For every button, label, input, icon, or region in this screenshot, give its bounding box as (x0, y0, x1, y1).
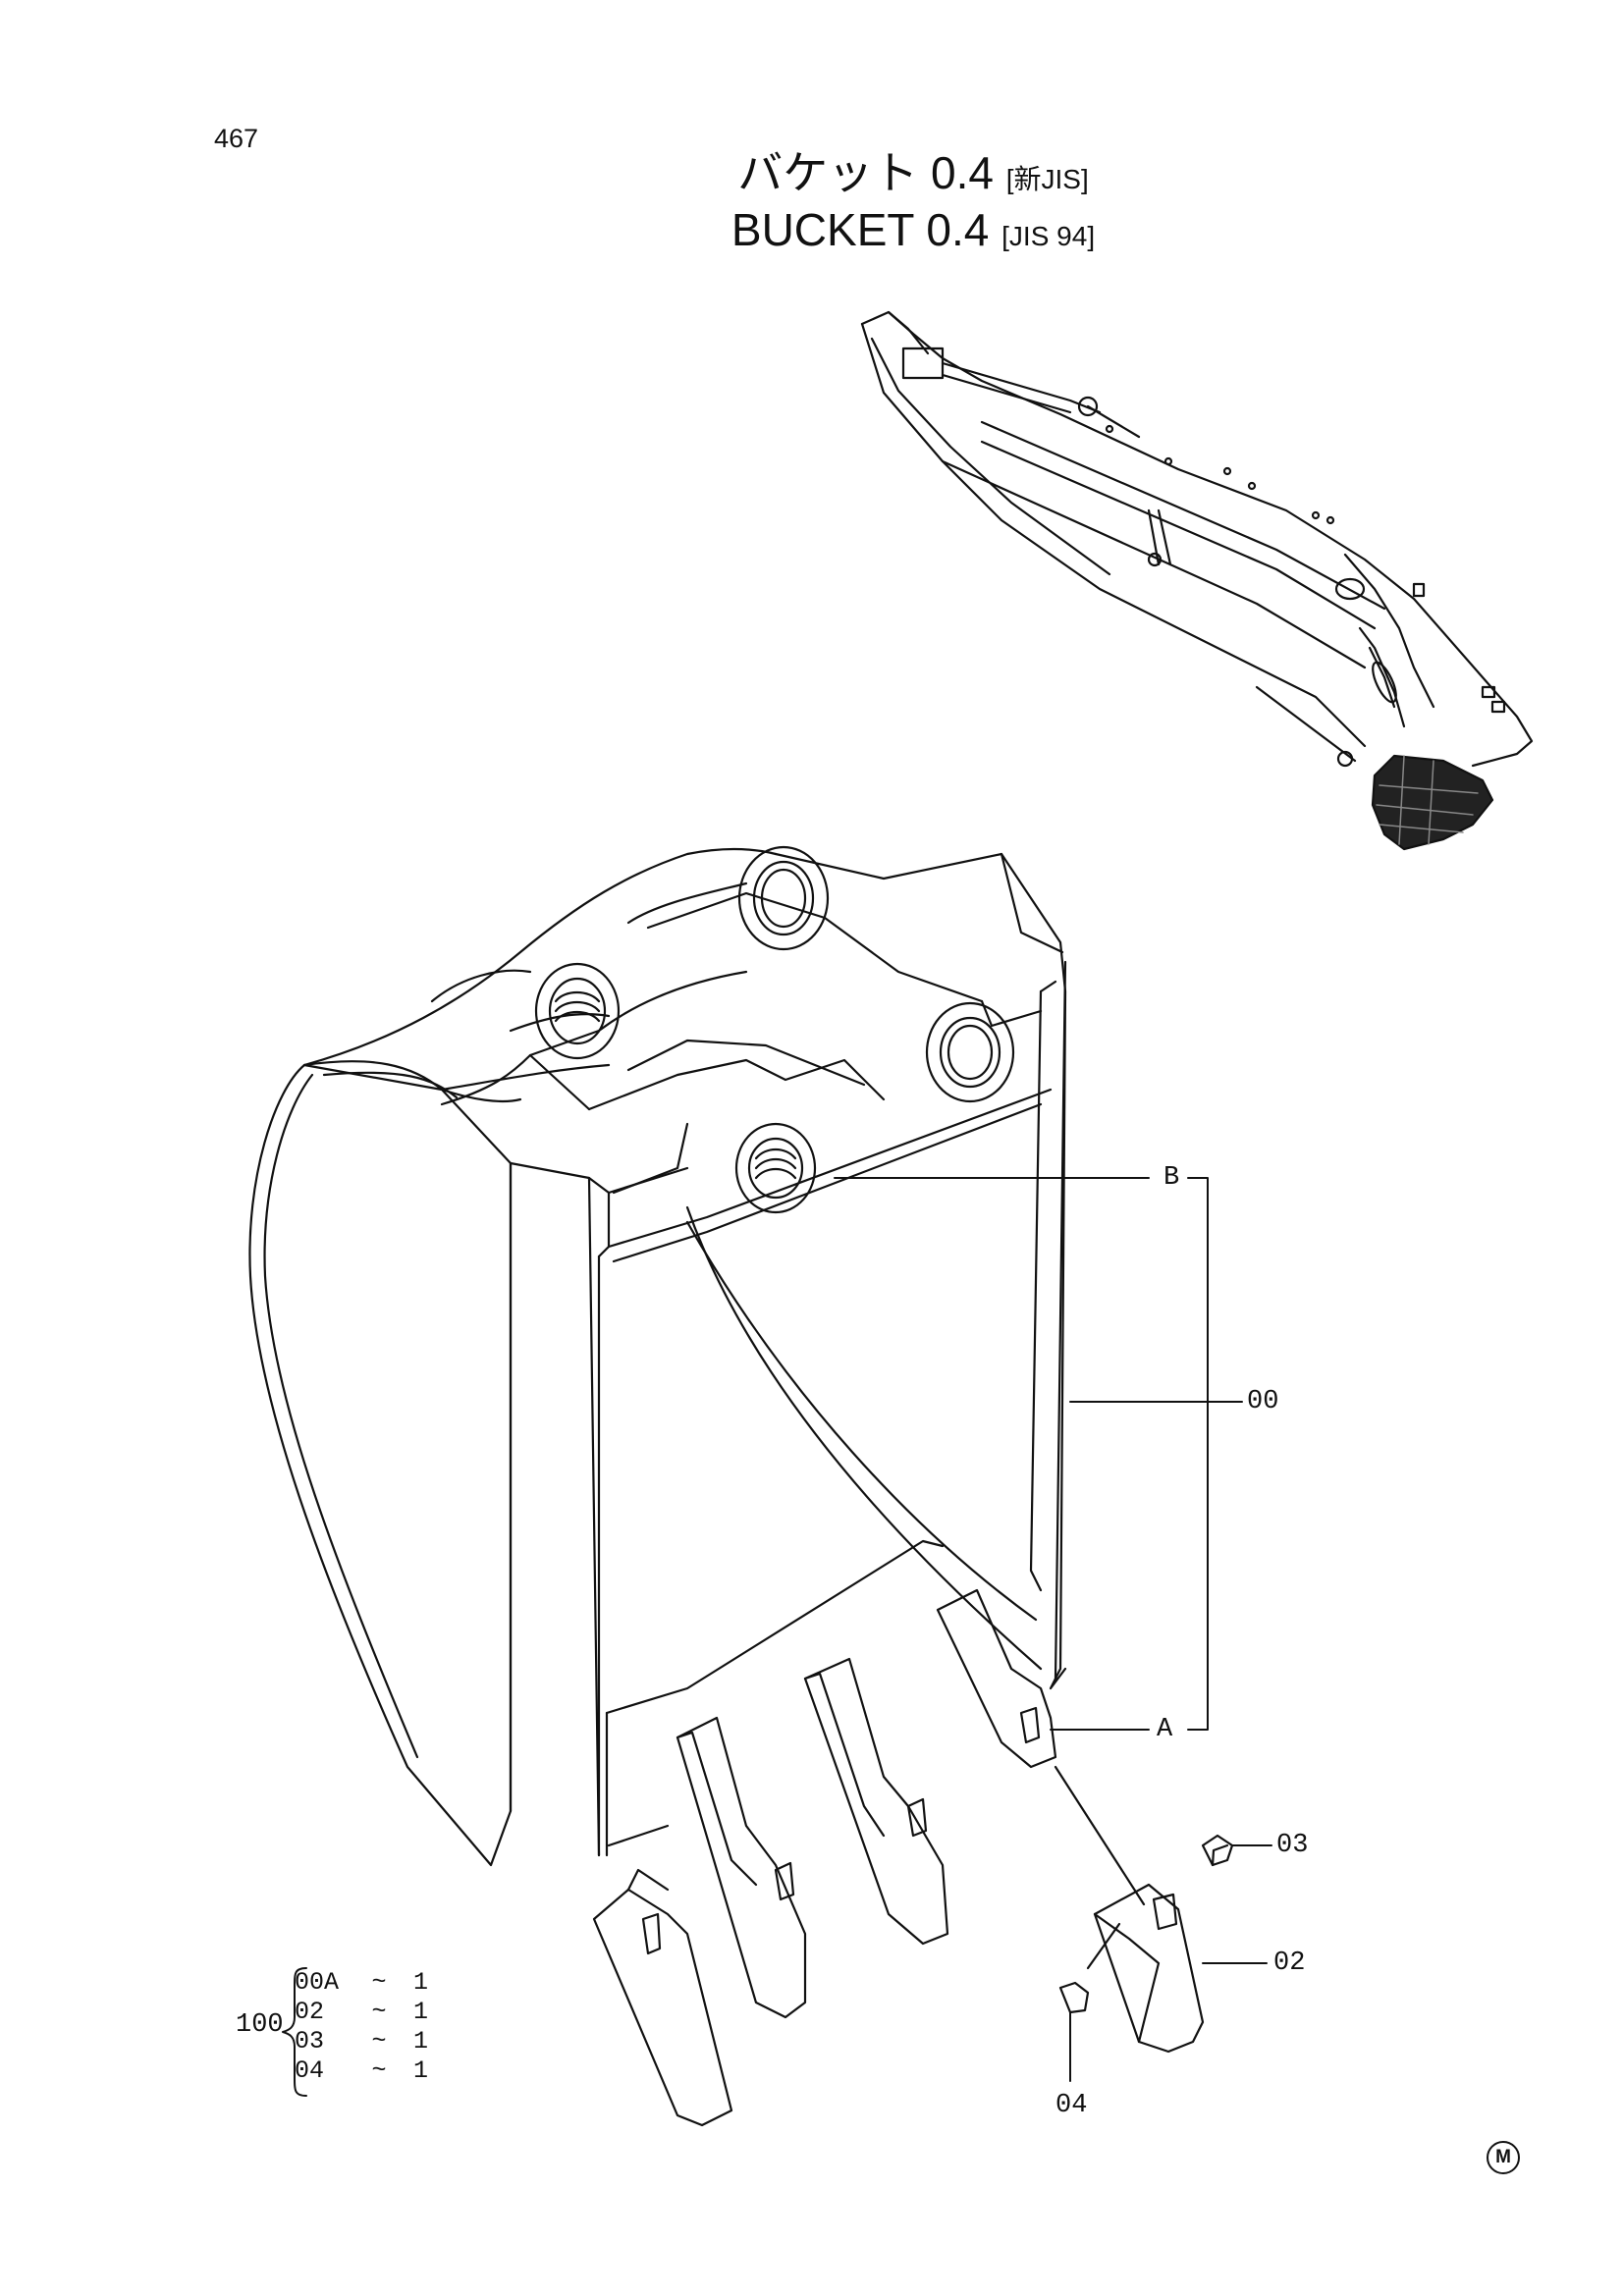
kit-separator: ~ (371, 2056, 387, 2085)
kit-part: 04 (295, 2056, 325, 2085)
title-japanese: バケット 0.4 [新JIS] (638, 145, 1188, 202)
kit-row: 00A ~ 1 (295, 1968, 428, 1998)
kit-contents: 00A ~ 1 02 ~ 1 03 ~ 1 04 ~ 1 (295, 1968, 428, 2086)
kit-part: 00A (295, 1968, 340, 1997)
kit-row: 02 ~ 1 (295, 1998, 428, 2027)
circled-m-mark: M (1487, 2141, 1520, 2174)
kit-separator: ~ (371, 1968, 387, 1997)
arm-bucket-thumbnail (1371, 754, 1494, 851)
title-en-main: BUCKET 0.4 (730, 203, 990, 255)
callout-part-02: 02 (1273, 1949, 1306, 1978)
kit-part: 02 (295, 1998, 325, 2026)
kit-brace (282, 1967, 307, 2097)
title-english: BUCKET 0.4 [JIS 94] (638, 202, 1188, 259)
bucket-teeth (592, 1588, 1057, 2127)
page-title: バケット 0.4 [新JIS] BUCKET 0.4 [JIS 94] (638, 145, 1188, 258)
bucket-body (248, 848, 1067, 1867)
title-jp-standard: [新JIS] (1005, 164, 1089, 194)
kit-separator: ~ (371, 2027, 387, 2056)
callout-part-03: 03 (1276, 1831, 1309, 1860)
callout-b: B (1163, 1163, 1180, 1193)
title-en-standard: [JIS 94] (1001, 220, 1096, 251)
kit-qty: 1 (412, 2027, 428, 2056)
callout-part-04: 04 (1055, 2091, 1088, 2120)
kit-row: 03 ~ 1 (295, 2027, 428, 2056)
kit-row: 04 ~ 1 (295, 2056, 428, 2086)
kit-qty: 1 (412, 1998, 428, 2026)
callout-part-00: 00 (1247, 1387, 1279, 1416)
excavator-arm-overview (860, 310, 1534, 768)
callout-a: A (1157, 1715, 1173, 1744)
kit-separator: ~ (371, 1998, 387, 2026)
page-number: 467 (214, 124, 259, 153)
title-jp-main: バケット 0.4 (737, 147, 994, 198)
kit-qty: 1 (412, 2056, 428, 2085)
callout-leaders (834, 1177, 1272, 2082)
kit-qty: 1 (412, 1968, 428, 1997)
kit-number: 100 (236, 2010, 284, 2040)
bucket-pin-bosses (534, 845, 1015, 1214)
exploded-tooth-assembly (1054, 1765, 1234, 2054)
kit-part: 03 (295, 2027, 325, 2056)
